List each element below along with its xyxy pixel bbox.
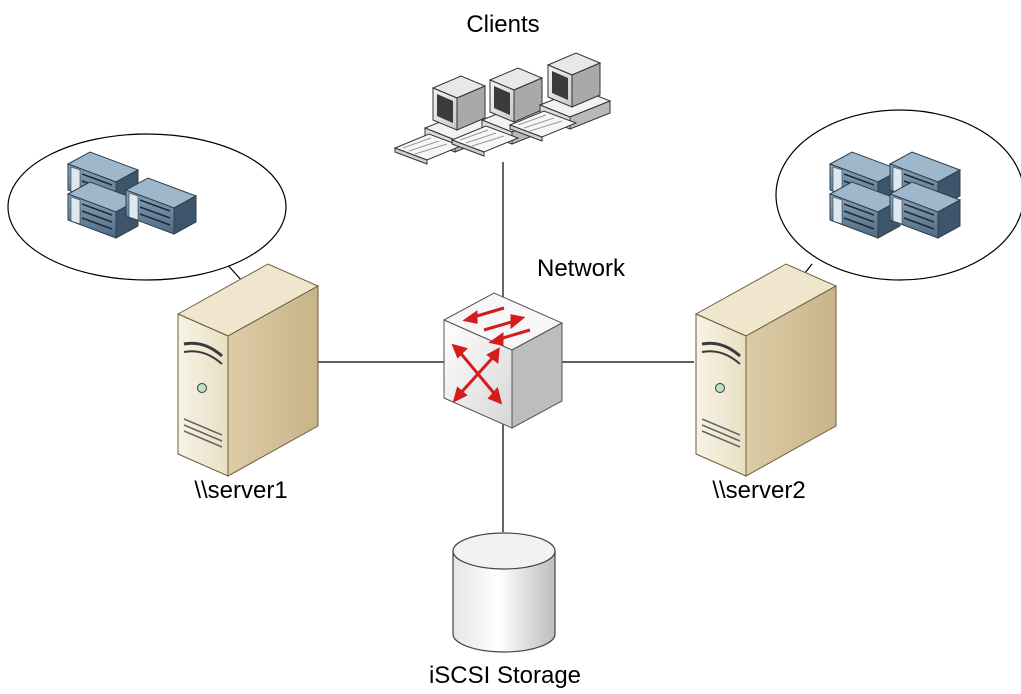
server1-vm-group [7, 133, 287, 281]
tower-server-icon [176, 262, 320, 478]
disk-storage-icon [452, 532, 556, 653]
storage-label: iSCSI Storage [429, 662, 581, 689]
network-switch-icon [442, 292, 564, 429]
tower-server-icon [694, 262, 838, 478]
server2-vm-group [775, 109, 1021, 281]
network-label: Network [537, 255, 626, 282]
server2-label: \\server2 [712, 477, 805, 504]
clients-group [394, 52, 611, 165]
server1-label: \\server1 [194, 477, 287, 504]
clients-label: Clients [466, 11, 539, 38]
